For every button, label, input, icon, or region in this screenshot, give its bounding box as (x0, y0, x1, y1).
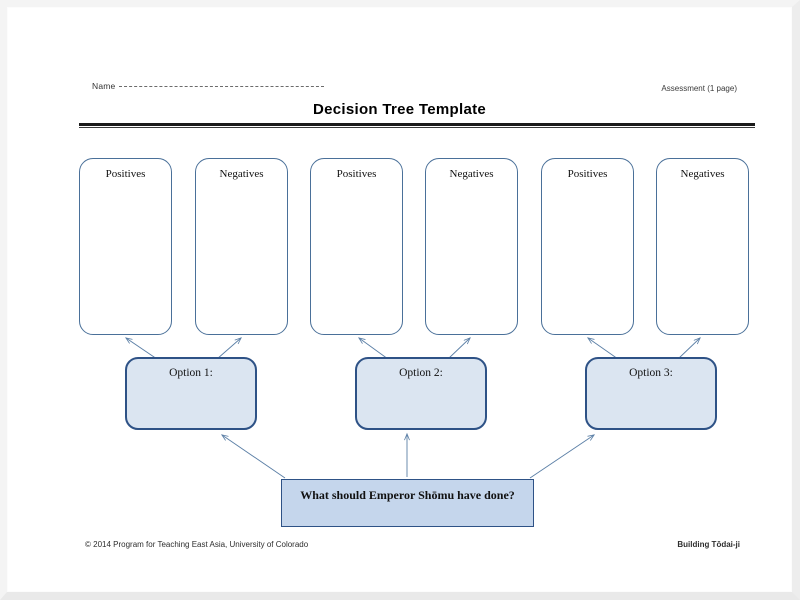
footer-copyright: © 2014 Program for Teaching East Asia, U… (85, 540, 309, 549)
option-label: Option 2: (399, 367, 443, 379)
title-divider-thin (79, 127, 755, 128)
root-question-box[interactable]: What should Emperor Shōmu have done? (281, 479, 534, 527)
outcome-box-option-3-positives[interactable]: Positives (541, 158, 634, 335)
outcome-label: Negatives (219, 168, 264, 180)
name-field-row: Name (92, 81, 325, 91)
outcome-label: Negatives (680, 168, 725, 180)
assessment-note: Assessment (1 page) (661, 84, 737, 93)
name-input-line[interactable] (119, 86, 325, 87)
outcome-box-option-2-positives[interactable]: Positives (310, 158, 403, 335)
option-box-2[interactable]: Option 2: (355, 357, 487, 430)
outcome-box-option-3-negatives[interactable]: Negatives (656, 158, 749, 335)
outcome-box-option-1-positives[interactable]: Positives (79, 158, 172, 335)
page-title: Decision Tree Template (312, 101, 487, 118)
worksheet-sheet: Name Assessment (1 page) Decision Tree T… (7, 7, 792, 592)
footer-unit-title: Building Tōdai-ji (677, 540, 740, 549)
option-label: Option 1: (169, 367, 213, 379)
option-box-1[interactable]: Option 1: (125, 357, 257, 430)
option-label: Option 3: (629, 367, 673, 379)
title-divider-thick (79, 123, 755, 126)
option-box-3[interactable]: Option 3: (585, 357, 717, 430)
outcome-label: Positives (567, 168, 608, 180)
outcome-label: Positives (336, 168, 377, 180)
title-divider (79, 123, 755, 128)
outcome-label: Positives (105, 168, 146, 180)
name-label: Name (92, 81, 116, 91)
root-question-text: What should Emperor Shōmu have done? (300, 488, 515, 502)
outcome-label: Negatives (449, 168, 494, 180)
outcome-box-option-1-negatives[interactable]: Negatives (195, 158, 288, 335)
outcome-box-option-2-negatives[interactable]: Negatives (425, 158, 518, 335)
